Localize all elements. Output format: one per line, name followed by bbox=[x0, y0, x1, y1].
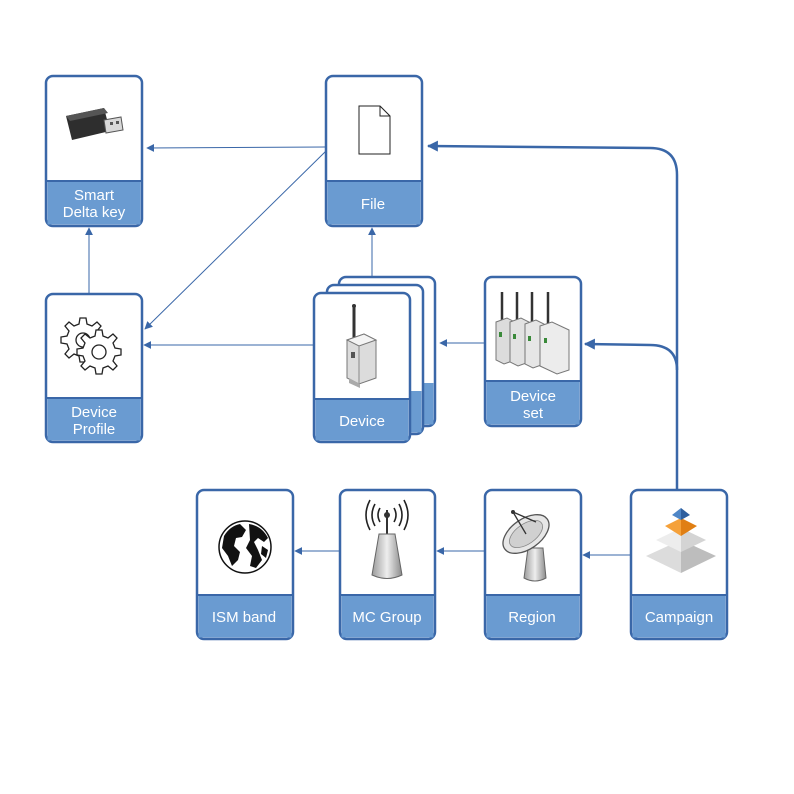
node-label: Region bbox=[508, 609, 556, 626]
node-label: Device bbox=[339, 413, 385, 430]
node-region[interactable]: Region bbox=[483, 488, 583, 641]
device-set-icon bbox=[495, 292, 570, 375]
globe-icon bbox=[218, 520, 272, 574]
usb-key-icon bbox=[66, 108, 124, 140]
node-label: ISM band bbox=[212, 609, 276, 626]
node-label-line2: Delta key bbox=[63, 204, 126, 221]
antenna-tower-icon bbox=[365, 499, 409, 579]
node-campaign[interactable]: Campaign bbox=[629, 488, 729, 641]
node-label-line2: Profile bbox=[73, 421, 116, 438]
node-device-profile[interactable]: Device Profile bbox=[44, 292, 144, 444]
node-label-line1: Device bbox=[510, 388, 556, 405]
arrow-campaign-to-deviceset bbox=[583, 338, 679, 371]
gear-icon bbox=[60, 317, 122, 375]
arrow-file-to-profile bbox=[144, 150, 327, 330]
wireless-device-icon bbox=[345, 304, 378, 388]
arrow-campaign-to-file bbox=[426, 140, 679, 490]
node-label-line1: Device bbox=[71, 404, 117, 421]
node-label-line1: Smart bbox=[74, 187, 115, 204]
pyramid-icon bbox=[646, 508, 716, 573]
connectors bbox=[85, 140, 679, 559]
node-label: File bbox=[361, 196, 385, 213]
node-device[interactable]: Device bbox=[312, 275, 437, 444]
node-smart-delta-key[interactable]: Smart Delta key bbox=[44, 74, 144, 228]
satellite-dish-icon bbox=[502, 510, 550, 582]
arrow-file-to-key bbox=[146, 143, 327, 152]
node-device-set[interactable]: Device set bbox=[483, 275, 583, 428]
node-mc-group[interactable]: MC Group bbox=[338, 488, 437, 641]
node-file[interactable]: File bbox=[324, 74, 424, 228]
file-icon bbox=[358, 105, 391, 155]
node-label-line2: set bbox=[523, 405, 544, 422]
node-ism-band[interactable]: ISM band bbox=[195, 488, 295, 641]
node-label: MC Group bbox=[352, 609, 421, 626]
node-label: Campaign bbox=[645, 609, 713, 626]
